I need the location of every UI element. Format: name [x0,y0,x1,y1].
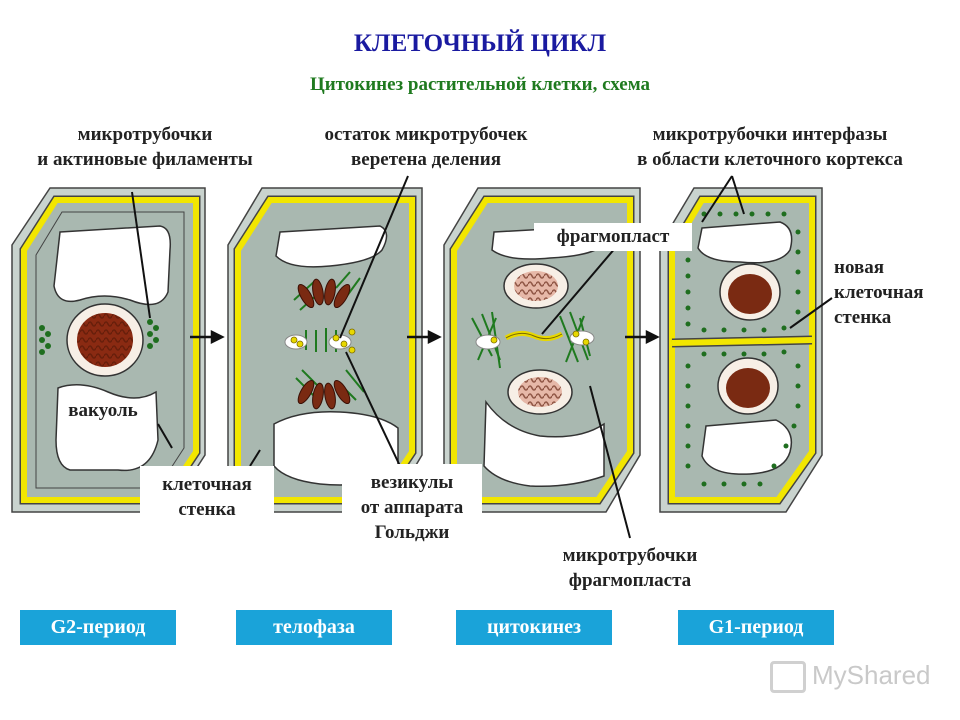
phase-cytokinesis: цитокинез [456,610,612,645]
label-new-cell-wall: новая клеточная стенка [834,257,924,328]
presentation-icon [770,661,806,694]
label-spindle-remnant: остаток микротрубочек веретена деления [324,124,528,170]
label-vacuole: вакуоль [68,400,138,421]
cell-g2 [11,187,206,513]
phase-g2: G2-период [20,610,176,645]
phase-arrows [190,329,660,345]
phase-g1: G1-период [678,610,834,645]
cell-telophase [227,187,423,513]
label-cell-wall: клеточная стенка [140,466,274,528]
label-interphase-microtubules: микротрубочки интерфазы в области клеточ… [637,124,903,170]
diagram-title: КЛЕТОЧНЫЙ ЦИКЛ [353,30,607,57]
phase-telophase: телофаза [236,610,392,645]
watermark: MyShared [770,655,931,695]
label-microtubules-actin: микротрубочки и актиновые филаменты [37,124,253,170]
cell-cytokinesis [443,187,641,513]
label-phragmoplast-microtubules: микротрубочки фрагмопласта [562,545,698,591]
diagram-subtitle: Цитокинез растительной клетки, схема [309,74,651,95]
leader-lines [131,175,833,539]
cell-g1 [659,187,823,513]
label-phragmoplast: фрагмопласт [534,223,692,251]
label-golgi-vesicles: везикулы от аппарата Гольджи [342,464,482,551]
